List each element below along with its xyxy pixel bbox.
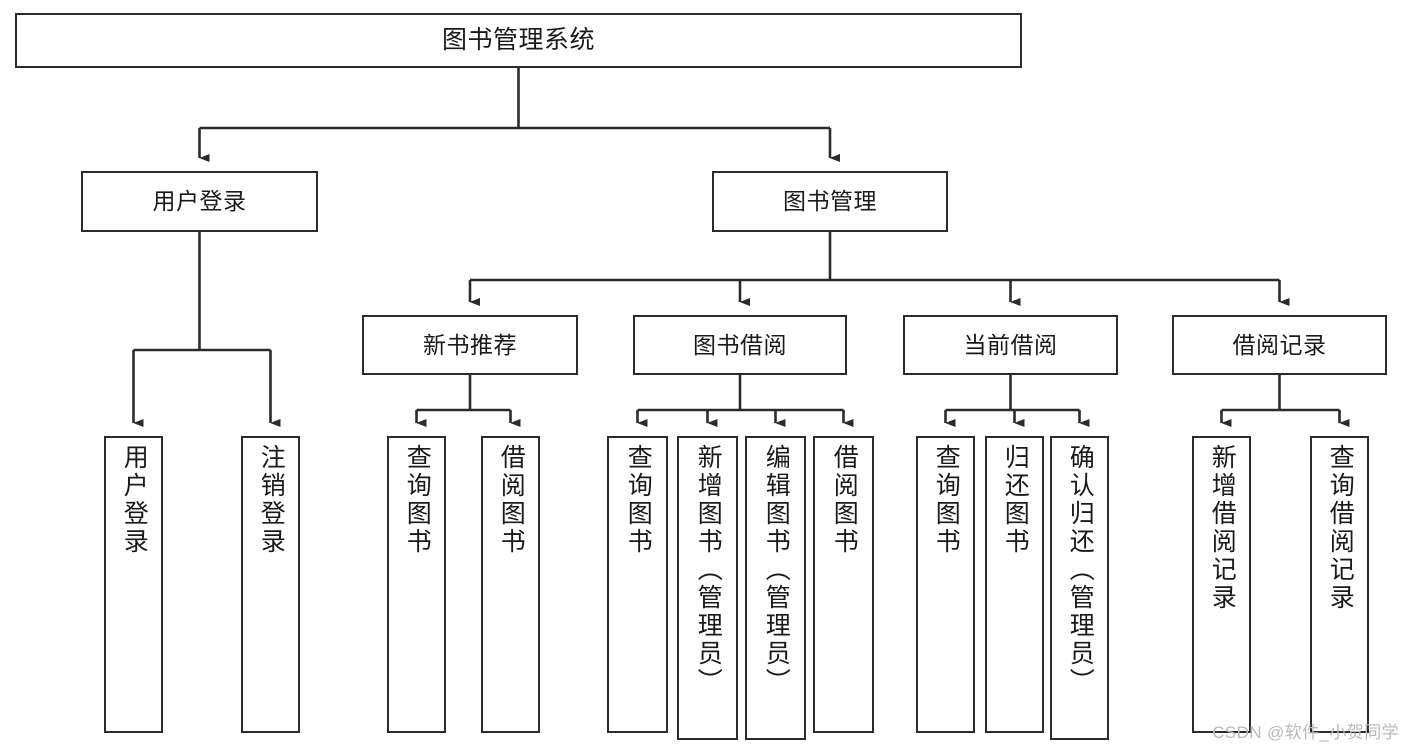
node-label-leaf-add-record: 新增借阅记录 [1208,444,1237,612]
node-leaf-query-record[interactable]: 查询借阅记录 [1310,436,1369,733]
node-new-book-rec[interactable]: 新书推荐 [362,315,578,375]
node-leaf-borrow-book-1[interactable]: 借阅图书 [481,436,540,733]
node-current-borrow[interactable]: 当前借阅 [903,315,1118,375]
node-leaf-edit-book[interactable]: 编辑图书（管理员） [745,436,806,740]
node-leaf-query-book-1[interactable]: 查询图书 [387,436,446,733]
node-label-leaf-user-login: 用户登录 [120,444,149,556]
node-label-leaf-query-record: 查询借阅记录 [1326,444,1355,612]
node-leaf-user-logout[interactable]: 注销登录 [241,436,300,733]
node-label-new-book-rec: 新书推荐 [423,331,517,358]
node-label-root: 图书管理系统 [441,26,595,54]
node-label-leaf-return-book: 归还图书 [1001,444,1030,556]
node-label-leaf-borrow-book-1: 借阅图书 [497,444,526,556]
node-label-leaf-add-book: 新增图书（管理员） [694,444,723,696]
node-label-leaf-user-logout: 注销登录 [257,444,286,556]
node-leaf-return-book[interactable]: 归还图书 [985,436,1044,733]
node-label-leaf-confirm-ret: 确认归还（管理员） [1066,444,1095,696]
node-leaf-add-book[interactable]: 新增图书（管理员） [677,436,738,740]
node-leaf-confirm-ret[interactable]: 确认归还（管理员） [1050,436,1109,740]
node-label-book-borrow: 图书借阅 [693,331,787,358]
node-label-current-borrow: 当前借阅 [963,331,1058,358]
node-label-borrow-record: 借阅记录 [1232,331,1327,358]
node-leaf-borrow-book-2[interactable]: 借阅图书 [813,436,874,733]
node-leaf-user-login[interactable]: 用户登录 [104,436,163,733]
node-label-leaf-query-book-3: 查询图书 [932,444,961,556]
node-leaf-query-book-3[interactable]: 查询图书 [916,436,975,733]
node-label-book-manage: 图书管理 [783,188,877,215]
csdn-watermark: CSDN @软件_小贺同学 [1212,723,1399,742]
node-book-manage[interactable]: 图书管理 [712,171,948,232]
node-label-leaf-query-book-2: 查询图书 [624,444,653,556]
node-borrow-record[interactable]: 借阅记录 [1172,315,1387,375]
node-user-login[interactable]: 用户登录 [81,171,318,232]
node-leaf-query-book-2[interactable]: 查询图书 [607,436,668,733]
node-label-user-login: 用户登录 [152,188,247,215]
node-book-borrow[interactable]: 图书借阅 [633,315,847,375]
node-label-leaf-query-book-1: 查询图书 [403,444,432,556]
node-root[interactable]: 图书管理系统 [15,13,1022,68]
node-label-leaf-edit-book: 编辑图书（管理员） [762,444,791,696]
node-label-leaf-borrow-book-2: 借阅图书 [830,444,859,556]
node-leaf-add-record[interactable]: 新增借阅记录 [1192,436,1251,733]
